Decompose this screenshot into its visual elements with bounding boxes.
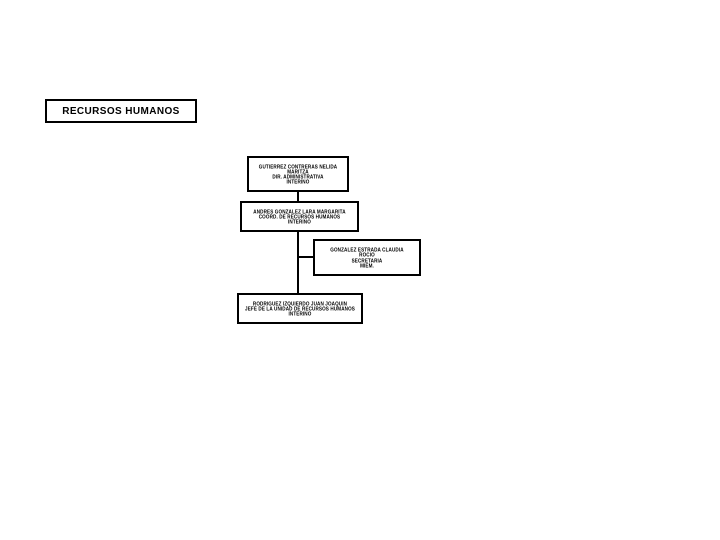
connector-coordinacion-to-jefatura <box>297 232 299 293</box>
org-node-line: RODRIGUEZ IZQUIERDO JUAN JOAQUIN <box>252 300 348 307</box>
org-node-line: ANDRES GONZALEZ LARA MARGARITA <box>253 208 346 215</box>
org-node-coordinacion[interactable]: ANDRES GONZALEZ LARA MARGARITA COORD. DE… <box>240 201 359 232</box>
org-node-line: MIEM. <box>360 262 374 269</box>
connector-direccion-to-coordinacion <box>297 192 299 201</box>
org-node-direccion[interactable]: GUTIERREZ CONTRERAS NELIDA MARITZA DIR. … <box>247 156 349 192</box>
org-node-secretaria[interactable]: GONZALEZ ESTRADA CLAUDIA ROCIO SECRETARI… <box>313 239 421 276</box>
org-node-line: GONZALEZ ESTRADA CLAUDIA <box>330 246 404 253</box>
org-node-jefatura[interactable]: RODRIGUEZ IZQUIERDO JUAN JOAQUIN JEFE DE… <box>237 293 363 324</box>
page-title: RECURSOS HUMANOS <box>62 105 180 117</box>
page-title-box: RECURSOS HUMANOS <box>45 99 197 123</box>
org-node-line: JEFE DE LA UNIDAD DE RECURSOS HUMANOS <box>245 305 355 312</box>
org-node-line: INTERINO <box>288 310 312 317</box>
org-node-line: INTERINO <box>286 178 310 185</box>
connector-coordinacion-to-secretaria <box>297 256 315 258</box>
org-node-line: DIR. ADMINISTRATIVA <box>272 173 324 180</box>
org-node-line: INTERINO <box>288 218 311 225</box>
org-node-line: ROCIO <box>359 251 375 258</box>
org-node-line: GUTIERREZ CONTRERAS NELIDA <box>258 163 338 170</box>
org-node-line: SECRETARIA <box>351 257 383 263</box>
org-node-line: COORD. DE RECURSOS HUMANOS <box>258 213 341 220</box>
org-node-line: MARITZA <box>287 168 309 175</box>
